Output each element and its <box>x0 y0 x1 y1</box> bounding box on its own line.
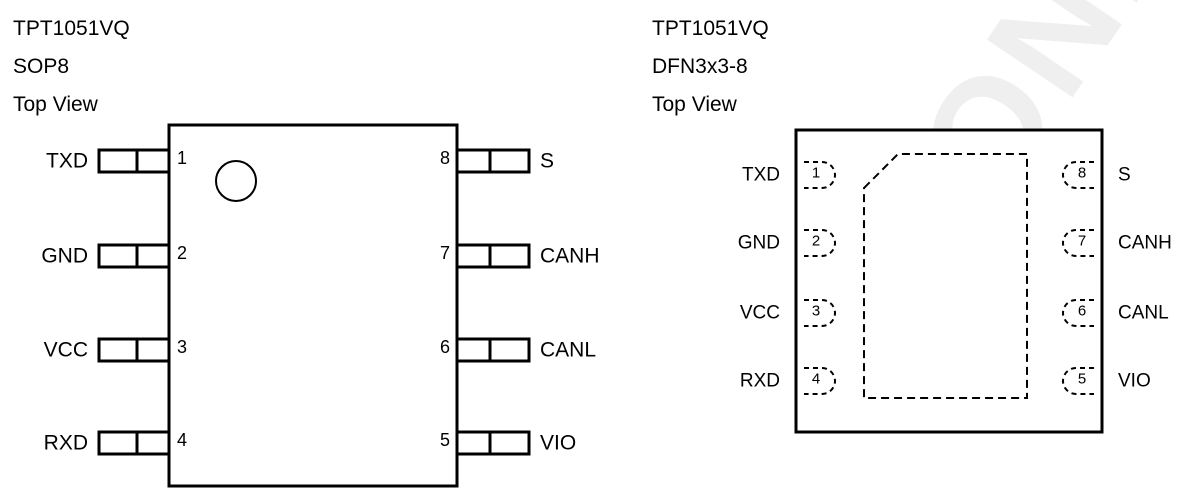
sop8-body <box>167 123 459 488</box>
sop8-pin-4: RXD 4 <box>44 430 187 456</box>
pin-number: 5 <box>1078 371 1086 388</box>
pin-number: 6 <box>440 337 450 357</box>
dfn-pin-4: 4 RXD <box>740 367 836 395</box>
right-package-name: DFN3x3-8 <box>652 55 748 78</box>
exposed-thermal-pad <box>863 153 1028 399</box>
right-view-label: Top View <box>652 93 737 116</box>
pin-lead <box>97 337 171 363</box>
sop8-pin-1: TXD 1 <box>46 148 187 174</box>
dfn-pin-2: 2 GND <box>738 229 836 257</box>
pin-lead <box>455 337 531 363</box>
pin-lead <box>97 148 171 174</box>
pin-name: TXD <box>46 150 88 173</box>
pin-name: CANL <box>1118 303 1169 324</box>
pad-outline <box>1062 161 1094 189</box>
pin-name: GND <box>738 233 780 254</box>
pin-lead <box>455 430 531 456</box>
pin-name: CANH <box>540 245 600 268</box>
pin-number: 2 <box>177 243 187 263</box>
sop8-pin-6: CANL 6 <box>440 337 596 363</box>
sop8-pin-2: GND 2 <box>41 243 187 269</box>
left-package-name: SOP8 <box>13 55 70 78</box>
pin-number: 4 <box>177 430 187 450</box>
sop8-pin-8: S8 <box>440 148 554 174</box>
pin-name: VCC <box>44 339 88 362</box>
dfn-pin-1: 1 TXD <box>742 161 836 189</box>
pad-outline <box>804 161 836 189</box>
pad-outline <box>1062 367 1094 395</box>
pin-lead <box>97 430 171 456</box>
pad-outline <box>804 299 836 327</box>
pin-number: 1 <box>812 165 820 182</box>
left-view-label: Top View <box>13 93 98 116</box>
pin-number: 7 <box>1078 233 1086 250</box>
pad-outline <box>804 367 836 395</box>
pin-number: 7 <box>440 243 450 263</box>
pin-name: VCC <box>740 303 780 324</box>
pad-outline <box>1062 299 1094 327</box>
dfn-pin-3: 3 VCC <box>740 299 836 327</box>
pin-name: CANL <box>540 339 596 362</box>
pad-outline <box>804 229 836 257</box>
pin-number: 3 <box>177 337 187 357</box>
pin-number: 3 <box>812 303 820 320</box>
pin-name: TXD <box>742 165 780 186</box>
sop8-pin-5: VIO 5 <box>440 430 576 456</box>
pin-number: 4 <box>812 371 820 388</box>
dfn-pin-5: 5 VIO <box>1062 367 1151 395</box>
sop8-pin-7: CANH 7 <box>440 243 600 269</box>
pin-number: 8 <box>1078 165 1086 182</box>
pin-name: CANH <box>1118 233 1172 254</box>
pin-lead <box>455 148 531 174</box>
pin1-marker-dot <box>215 160 257 202</box>
pin-name: S <box>1118 165 1131 186</box>
pin-name: VIO <box>1118 371 1151 392</box>
pin-number: 5 <box>440 430 450 450</box>
pad-outline <box>1062 229 1094 257</box>
pin-number: 1 <box>177 148 187 168</box>
pin-name: S <box>540 150 554 173</box>
sop8-pin-3: VCC 3 <box>44 337 187 363</box>
pin-name: RXD <box>44 432 88 455</box>
dfn-pin-7: 7 CANH <box>1062 229 1172 257</box>
pin-name: GND <box>41 245 88 268</box>
pin-number: 8 <box>440 148 450 168</box>
left-part-number: TPT1051VQ <box>13 17 130 40</box>
pin-lead <box>97 243 171 269</box>
right-part-number: TPT1051VQ <box>652 17 769 40</box>
dfn-pin-6: 6 CANL <box>1062 299 1169 327</box>
pin-name: VIO <box>540 432 576 455</box>
pin-name: RXD <box>740 371 780 392</box>
pin-number: 2 <box>812 233 820 250</box>
pin-number: 6 <box>1078 303 1086 320</box>
dfn-body <box>794 128 1104 434</box>
pin-lead <box>455 243 531 269</box>
